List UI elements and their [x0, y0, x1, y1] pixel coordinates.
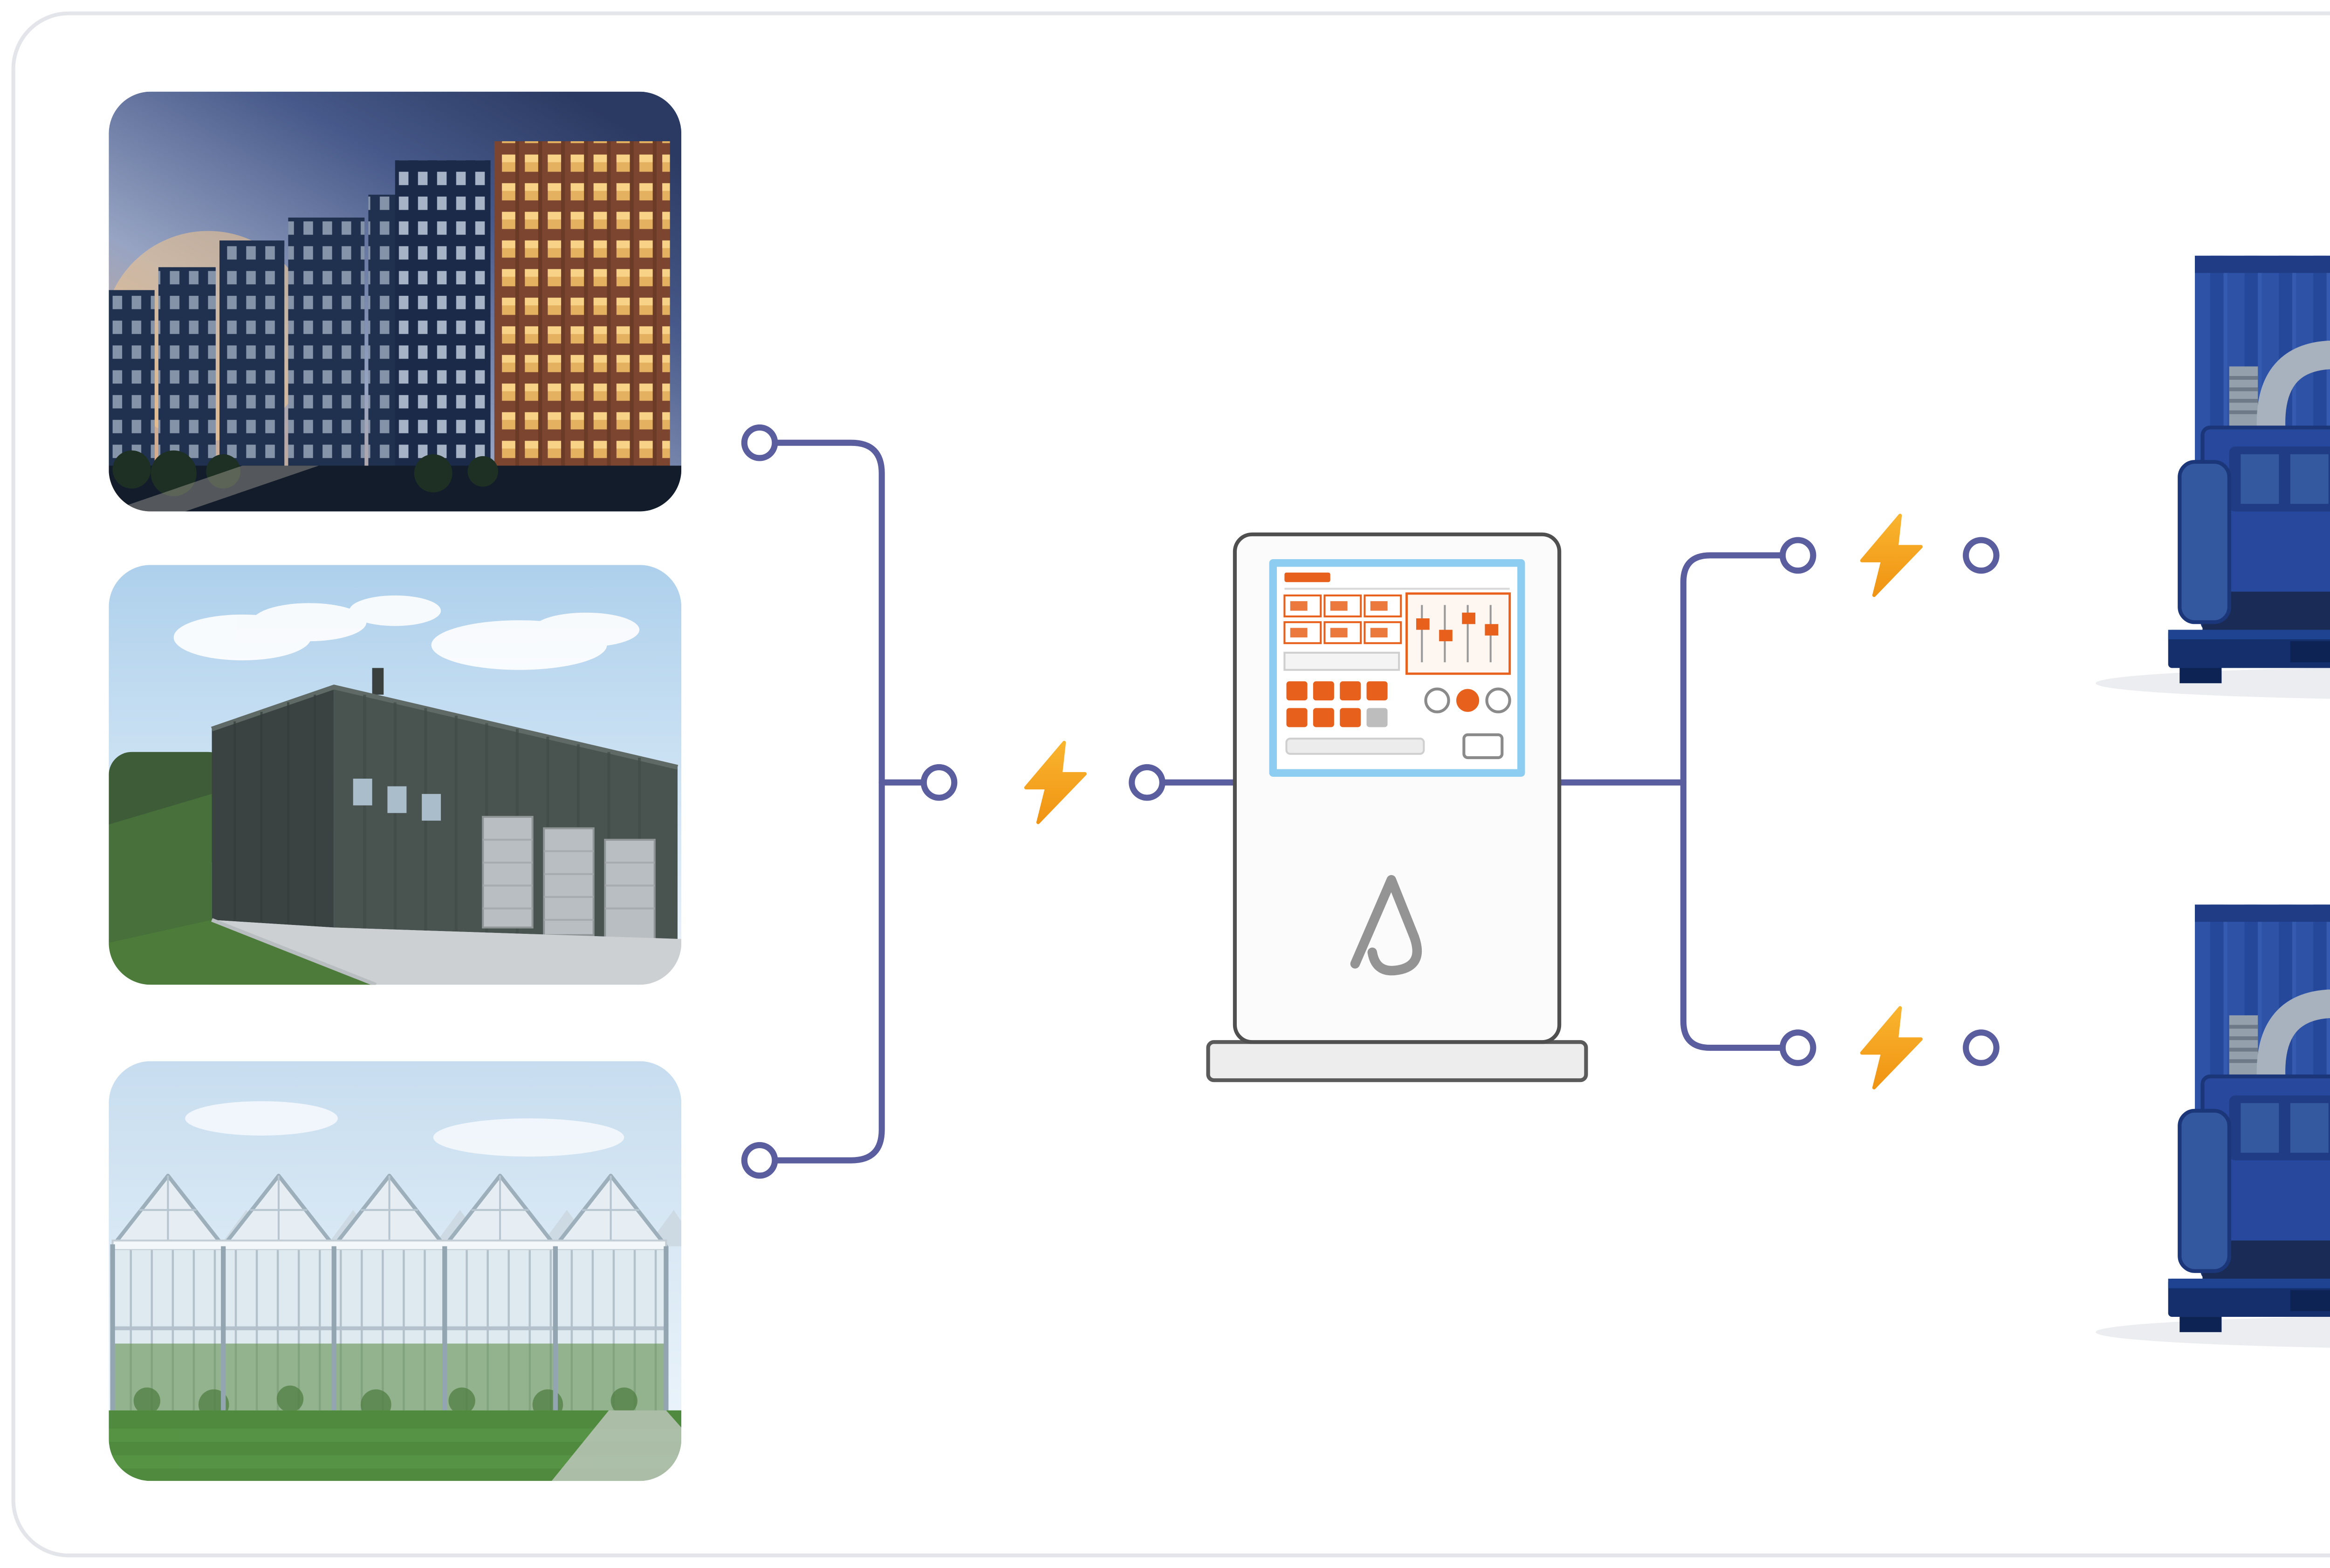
connector-node-dot: [741, 1142, 778, 1179]
lightning-icon: [1026, 743, 1085, 822]
connector-node-dot: [1779, 537, 1816, 574]
lightning-icon: [1862, 1008, 1921, 1088]
connector-node-dot: [1963, 537, 2000, 574]
controller-ui-illustration: [1283, 572, 1511, 760]
control-buttons: [1286, 681, 1511, 727]
mimic-diagram-panel: [1405, 592, 1511, 675]
connector-node-dot: [1779, 1029, 1816, 1066]
connector-node-dot: [1963, 1029, 2000, 1066]
connector-paths: [774, 439, 1784, 1164]
left-bracket-path: [774, 439, 885, 1164]
connector-node-dot: [741, 424, 778, 461]
connector-node-dot: [1129, 764, 1165, 801]
screen-brand-strip: [1284, 572, 1330, 582]
lightning-icon: [1862, 515, 1921, 595]
connector-node-dot: [920, 764, 958, 801]
control-cabinet: [1233, 532, 1562, 1044]
right-bracket-path: [1680, 552, 1784, 1051]
brand-logo-icon: [1350, 875, 1422, 976]
connector-endpoints: [741, 424, 2000, 1179]
control-screen: [1269, 559, 1525, 777]
measurement-displays: [1283, 594, 1402, 644]
